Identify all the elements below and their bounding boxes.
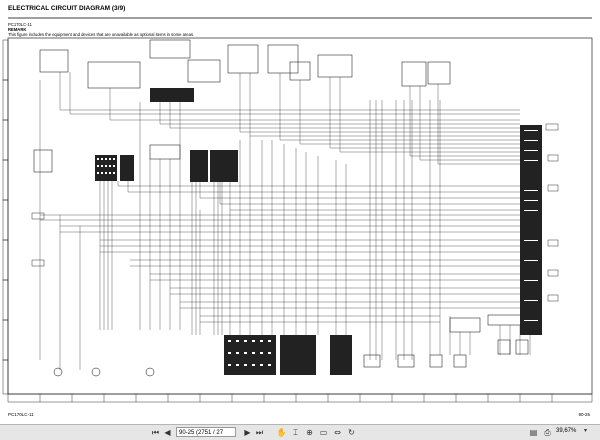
model-label: PC170LC-11	[8, 22, 32, 27]
circuit-diagram	[2, 17, 593, 403]
viewer-toolbar: ⏮ ◀ 90-25 (2751 / 27 ▶ ⏭ ✋ ⌶ ⊕ ▭ ⇔ ↻ ▤ ⎙…	[0, 424, 600, 440]
remark-label: REMARK	[8, 27, 27, 32]
last-page-icon[interactable]: ⏭	[255, 428, 264, 437]
page-number-input[interactable]: 90-25 (2751 / 27	[176, 427, 236, 437]
document-page: ELECTRICAL CIRCUIT DIAGRAM (3/9) PC170LC…	[0, 0, 600, 424]
chevron-down-icon[interactable]: ▾	[584, 428, 588, 434]
previous-page-icon[interactable]: ◀	[164, 428, 171, 437]
fit-width-icon[interactable]: ⇔	[334, 428, 341, 437]
next-page-icon[interactable]: ▶	[244, 428, 251, 437]
zoom-level[interactable]: 39,67%	[556, 428, 577, 434]
footer-model: PC170LC-11	[8, 412, 34, 417]
remark-text: This figure includes the equipment and d…	[8, 32, 195, 37]
print-icon[interactable]: ⎙	[544, 428, 551, 437]
select-tool-icon[interactable]: ⌶	[293, 428, 298, 437]
rotate-icon[interactable]: ↻	[348, 428, 355, 437]
zoom-tool-icon[interactable]: ⊕	[306, 428, 313, 437]
hand-tool-icon[interactable]: ✋	[276, 428, 287, 437]
footer-page-number: 90-25	[578, 412, 590, 417]
first-page-icon[interactable]: ⏮	[151, 428, 160, 437]
page-title: ELECTRICAL CIRCUIT DIAGRAM (3/9)	[8, 5, 126, 12]
save-icon[interactable]: ▤	[529, 428, 538, 437]
fit-page-icon[interactable]: ▭	[319, 428, 328, 437]
